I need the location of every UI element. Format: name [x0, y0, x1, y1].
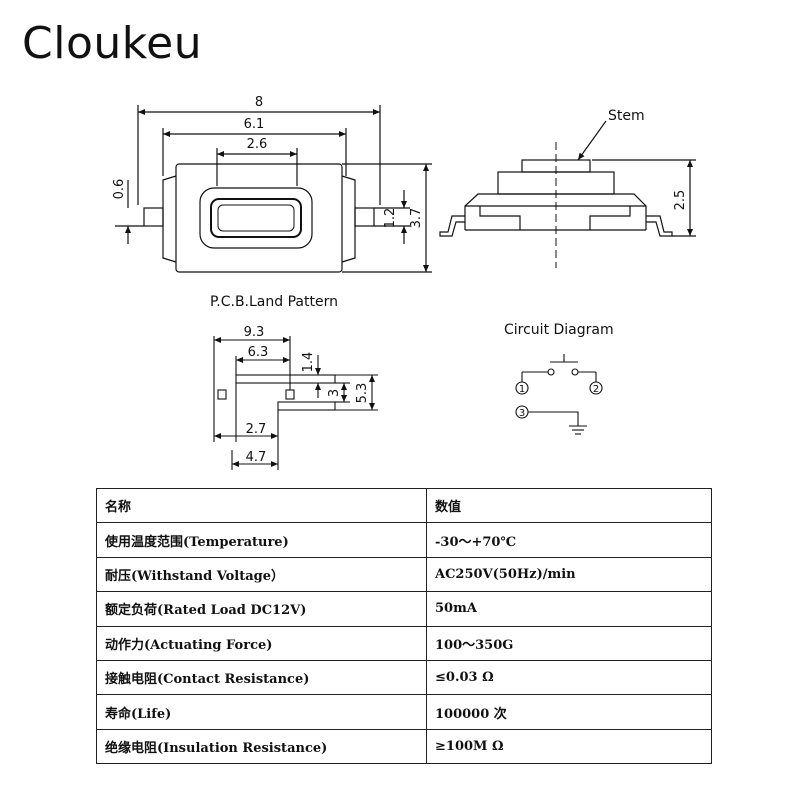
spec-table-row: 额定负荷(Rated Load DC12V)50mA — [96, 591, 712, 627]
technical-drawing: 8 6.1 2.6 0.6 1.2 3.7 Stem 2.5 P.C.B.Lan… — [112, 95, 696, 470]
dim-land-e: 5.3 — [355, 383, 370, 404]
dim-button-length: 2.6 — [247, 137, 268, 152]
top-view — [115, 105, 432, 273]
spec-name-cell: 名称 — [96, 487, 427, 524]
pad-top-long — [235, 374, 336, 384]
left-bevel — [162, 175, 177, 263]
land-pattern-title: P.C.B.Land Pattern — [210, 294, 338, 310]
switch-body-outline — [175, 163, 343, 273]
dim-body-height: 3.7 — [409, 208, 424, 229]
base-housing — [464, 193, 647, 230]
spec-table-header: 名称数值 — [96, 487, 712, 524]
pad-bottom-long — [277, 401, 336, 411]
spec-value-cell: AC250V(50Hz)/min — [426, 556, 712, 593]
dim-land-b: 6.3 — [248, 345, 269, 360]
pin-2-marker — [589, 381, 603, 395]
pad-left-small — [217, 389, 227, 400]
dim-land-c: 1.4 — [301, 352, 316, 373]
dim-terminal-height: 1.2 — [383, 208, 398, 229]
spec-table-row: 使用温度范围(Temperature)-30～+70℃ — [96, 522, 712, 558]
dim-overall-length: 8 — [255, 95, 263, 110]
spec-value-cell: ≥100M Ω — [426, 728, 712, 765]
circuit-diagram-title: Circuit Diagram — [504, 322, 614, 338]
button-stem-inner — [217, 204, 295, 232]
brand-logo-text: Cloukeu — [22, 18, 203, 69]
spec-value-cell: -30～+70℃ — [426, 522, 712, 558]
circuit-diagram — [515, 354, 603, 435]
right-bevel — [341, 175, 356, 263]
pcb-land-pattern — [213, 336, 378, 470]
spec-value-cell: 100000 次 — [426, 694, 712, 730]
pin-1-marker — [515, 381, 529, 395]
spec-table-row: 寿命(Life)100000 次 — [96, 694, 712, 730]
side-view — [439, 120, 696, 268]
dim-side-height: 2.5 — [673, 190, 688, 211]
dim-land-g: 4.7 — [246, 450, 267, 465]
spec-name-cell: 耐压(Withstand Voltage） — [96, 556, 427, 593]
spec-value-cell: 数值 — [426, 487, 712, 524]
pin-1-label: 1 — [519, 384, 525, 395]
spec-name-cell: 接触电阻(Contact Resistance) — [96, 659, 427, 696]
spec-table-row: 接触电阻(Contact Resistance)≤0.03 Ω — [96, 659, 712, 696]
button-outer-outline — [199, 187, 313, 249]
right-terminal — [354, 207, 375, 227]
spec-name-cell: 使用温度范围(Temperature) — [96, 522, 427, 558]
stem-label: Stem — [608, 108, 645, 124]
spec-value-cell: 50mA — [426, 591, 712, 627]
spec-table-row: 绝缘电阻(Insulation Resistance)≥100M Ω — [96, 728, 712, 765]
spec-name-cell: 寿命(Life) — [96, 694, 427, 730]
pin-2-label: 2 — [593, 384, 599, 395]
spec-value-cell: 100～350G — [426, 625, 712, 661]
pin-3-label: 3 — [519, 408, 525, 419]
spec-name-cell: 绝缘电阻(Insulation Resistance) — [96, 728, 427, 765]
spec-value-cell: ≤0.03 Ω — [426, 659, 712, 696]
spec-table-row: 耐压(Withstand Voltage）AC250V(50Hz)/min — [96, 556, 712, 593]
dim-land-f: 2.7 — [246, 422, 267, 437]
pad-right-small — [285, 389, 295, 400]
dim-terminal-width: 0.6 — [112, 179, 127, 200]
dim-body-length: 6.1 — [244, 117, 265, 132]
right-foot — [646, 215, 673, 237]
button-stem-outline — [210, 198, 302, 238]
spec-name-cell: 额定负荷(Rated Load DC12V) — [96, 591, 427, 627]
spec-table-row: 动作力(Actuating Force)100～350G — [96, 625, 712, 661]
dim-land-d: 3 — [327, 389, 342, 397]
dim-land-a: 9.3 — [244, 325, 265, 340]
spec-name-cell: 动作力(Actuating Force) — [96, 625, 427, 661]
left-terminal — [143, 207, 164, 227]
left-foot — [439, 215, 465, 237]
